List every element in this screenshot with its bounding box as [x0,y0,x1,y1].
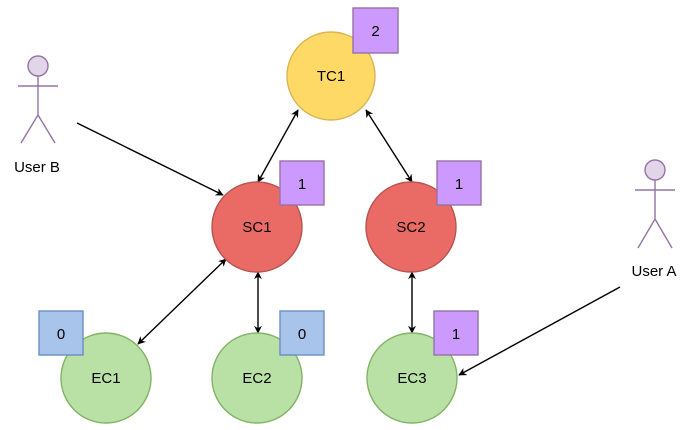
actor-user-b-icon [18,55,58,144]
actor-user-a-icon [635,159,675,249]
edge-sc1-ec1 [137,258,227,345]
badge-sc1: 1 [279,160,325,206]
badge-ec2-value: 0 [298,326,306,343]
actor-user-b[interactable]: User B [14,55,60,176]
actor-user-b-label: User B [14,159,60,176]
badge-ec2: 0 [279,310,325,356]
badge-ec1-box [38,310,84,356]
node-sc2[interactable]: SC2 [365,181,457,273]
badge-sc1-box [279,160,325,206]
node-sc1-label: SC1 [242,219,271,236]
edges [76,109,621,376]
badge-ec3-box [433,310,479,356]
edge-tc1-sc1 [257,109,299,183]
badge-sc2-value: 1 [455,176,463,193]
badge-tc1-box [352,7,399,54]
badge-tc1-value: 2 [371,23,379,40]
node-ec3-label: EC3 [397,370,426,387]
node-sc2-circle [365,181,457,273]
badge-ec1: 0 [38,310,84,356]
edge-user-b-sc1 [76,122,224,196]
edge-user-a-ec3 [458,286,621,376]
badge-ec3-value: 1 [452,326,460,343]
actor-user-a-label: User A [631,263,676,280]
node-sc2-label: SC2 [396,219,425,236]
badge-ec2-box [279,310,325,356]
node-tc1[interactable]: TC1 [286,31,376,121]
actor-user-a[interactable]: User A [631,159,677,280]
badge-sc2: 1 [436,160,482,206]
node-tc1-label: TC1 [317,68,345,85]
badge-sc2-box [436,160,482,206]
node-ec2-label: EC2 [242,370,271,387]
badge-ec1-value: 0 [57,326,65,343]
node-ec1-label: EC1 [91,370,120,387]
edge-tc1-sc2 [365,109,413,183]
badge-ec3: 1 [433,310,479,356]
node-tc1-circle [286,31,376,121]
badge-sc1-value: 1 [298,176,306,193]
badge-tc1: 2 [352,7,399,54]
